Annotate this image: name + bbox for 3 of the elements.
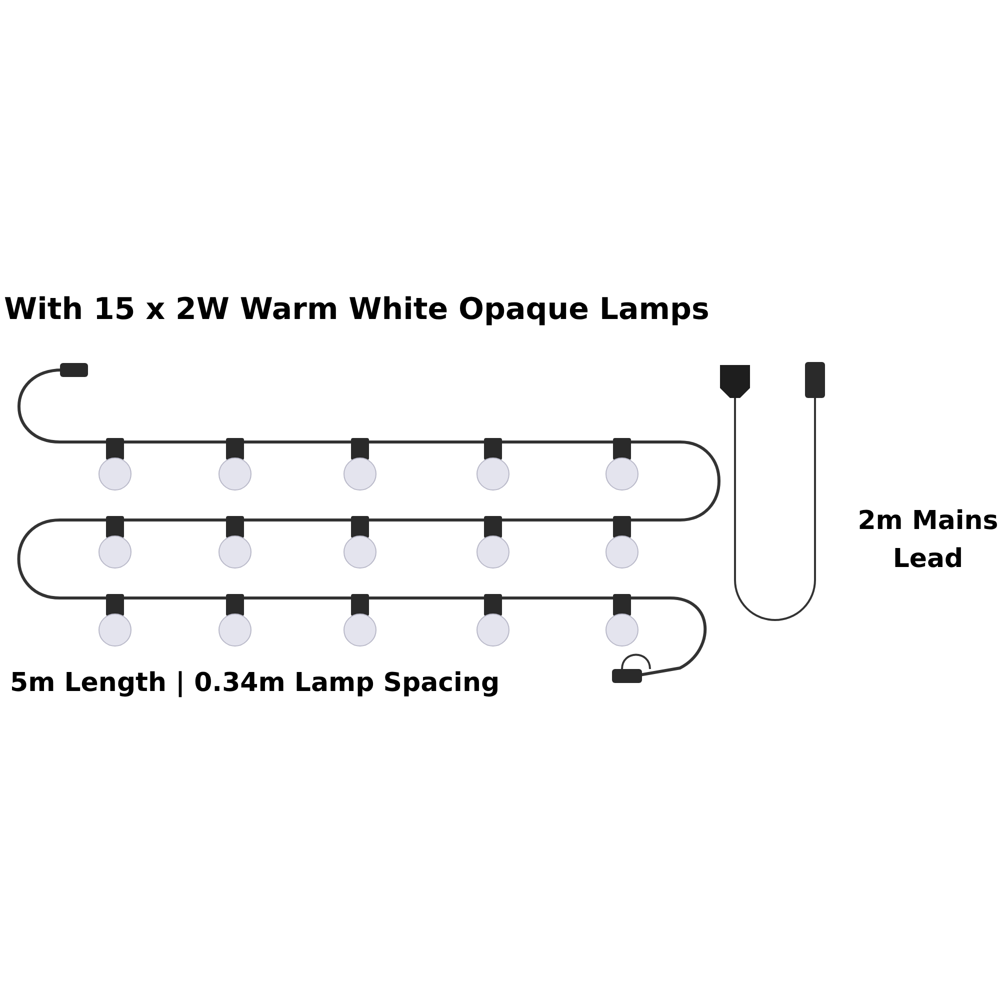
title: With 15 x 2W Warm White Opaque Lamps	[4, 292, 710, 327]
caption-text: 2m Mains Lead	[856, 505, 1000, 576]
caption-text: 5m Length | 0.34m Lamp Spacing	[10, 668, 500, 698]
